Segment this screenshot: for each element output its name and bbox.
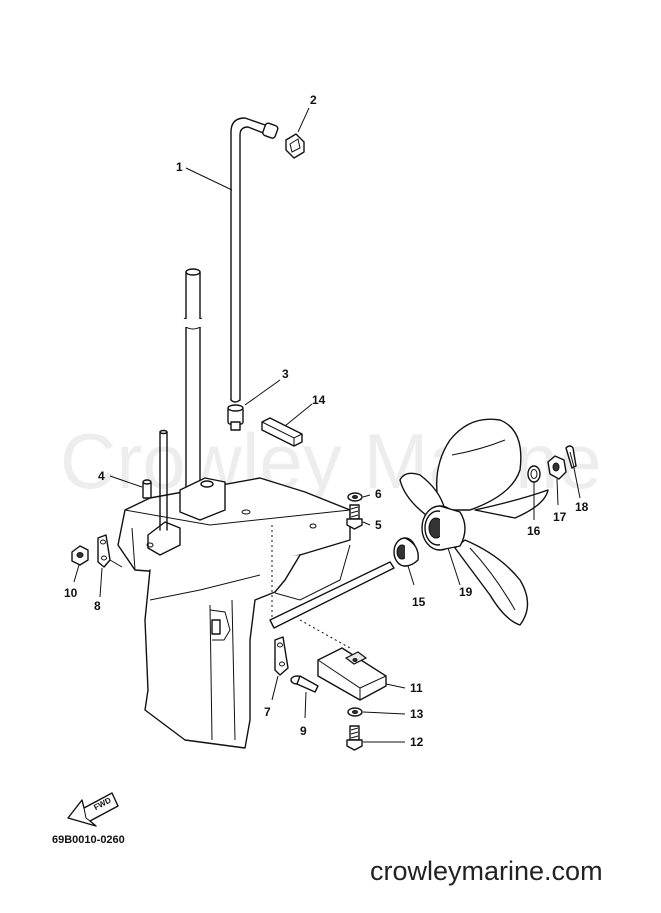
callout-7: 7 — [264, 705, 271, 719]
callout-16: 16 — [527, 524, 541, 538]
drive-shaft — [183, 268, 203, 501]
callout-4: 4 — [98, 469, 105, 483]
callout-12: 12 — [410, 735, 424, 749]
callout-11: 11 — [410, 681, 423, 695]
website-url[interactable]: crowleymarine.com — [370, 856, 603, 886]
part-3-connector[interactable] — [227, 404, 244, 431]
callout-3: 3 — [282, 367, 289, 381]
callout-5: 5 — [375, 518, 382, 532]
part-10-nut[interactable] — [71, 545, 89, 566]
part-2-grommet[interactable] — [285, 133, 305, 159]
reference-code: 69B0010-0260 — [52, 834, 125, 846]
part-9-bolt[interactable] — [290, 675, 319, 693]
callout-10: 10 — [64, 586, 78, 600]
part-15-spacer[interactable] — [393, 537, 419, 567]
part-1-water-tube[interactable] — [230, 117, 279, 403]
part-12-bolt[interactable] — [346, 725, 363, 751]
part-8-anode[interactable] — [97, 534, 123, 568]
fwd-arrow-icon: FWD — [67, 792, 119, 827]
callout-14: 14 — [312, 393, 326, 407]
callout-19: 19 — [459, 585, 473, 599]
callout-8: 8 — [94, 599, 101, 613]
part-7-anode[interactable] — [274, 636, 289, 676]
lower-casing — [117, 429, 351, 749]
part-13-washer[interactable] — [347, 707, 363, 717]
callout-13: 13 — [410, 707, 424, 721]
callout-18: 18 — [575, 500, 589, 514]
part-5-bolt[interactable] — [346, 504, 363, 530]
callout-2: 2 — [310, 93, 317, 107]
part-17-nut[interactable] — [547, 455, 567, 480]
part-16-washer[interactable] — [527, 465, 541, 483]
part-14-seal[interactable] — [261, 417, 303, 447]
part-4-dowel-pin[interactable] — [142, 479, 152, 499]
part-6-washer[interactable] — [347, 492, 363, 502]
callout-15: 15 — [412, 595, 426, 609]
part-19-propeller[interactable] — [399, 418, 549, 626]
callout-9: 9 — [300, 724, 307, 738]
part-11-trim-tab[interactable] — [317, 647, 387, 701]
part-18-cotter-pin[interactable] — [565, 445, 577, 469]
callout-17: 17 — [553, 510, 567, 524]
callout-6: 6 — [375, 487, 382, 501]
callout-1: 1 — [176, 160, 183, 174]
